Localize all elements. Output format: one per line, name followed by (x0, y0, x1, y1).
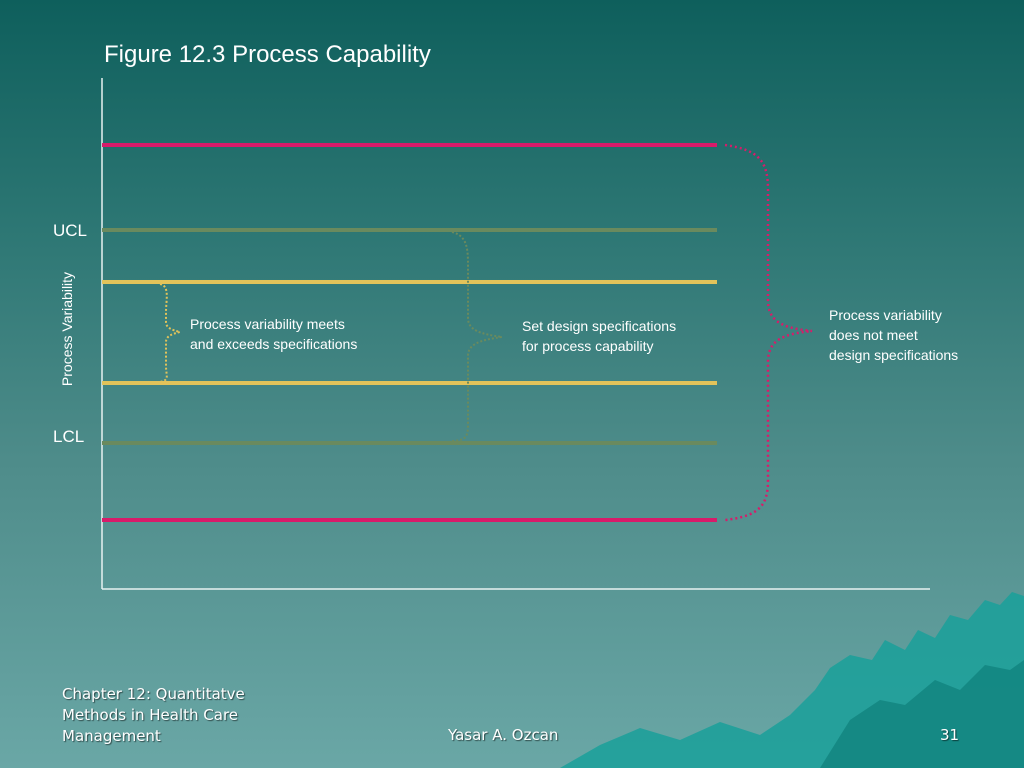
slide-title: Figure 12.3 Process Capability (104, 41, 431, 68)
footer-chapter-line: Methods in Health Care (62, 706, 239, 724)
footer-chapter-line: Management (62, 727, 161, 745)
not-meet-annotation-line: does not meet (829, 327, 918, 343)
footer-chapter: Chapter 12: Quantitatve Methods in Healt… (62, 684, 245, 747)
set-specs-annotation-line: Set design specifications (522, 318, 677, 334)
meets-annotation-line: and exceeds specifications (190, 336, 358, 352)
page-number: 31 (940, 726, 960, 744)
mountain-ridge-decoration (820, 660, 1024, 768)
meets-annotation: Process variability meets and exceeds sp… (190, 314, 357, 354)
set-specs-annotation: Set design specifications for process ca… (522, 316, 676, 356)
not-meet-annotation-line: Process variability (829, 307, 942, 323)
not-meet-brace (724, 143, 813, 522)
not-meet-annotation: Process variability does not meet design… (829, 305, 958, 365)
lcl-label: LCL (53, 427, 85, 446)
ucl-label: UCL (53, 221, 88, 240)
meets-annotation-line: Process variability meets (190, 316, 345, 332)
set-specs-brace (451, 231, 503, 442)
meets-brace (159, 283, 181, 383)
footer-chapter-line: Chapter 12: Quantitatve (62, 685, 245, 703)
not-meet-annotation-line: design specifications (829, 347, 959, 363)
footer-author: Yasar A. Ozcan (448, 726, 559, 744)
y-axis-label: Process Variability (59, 271, 75, 387)
set-specs-annotation-line: for process capability (522, 338, 654, 354)
